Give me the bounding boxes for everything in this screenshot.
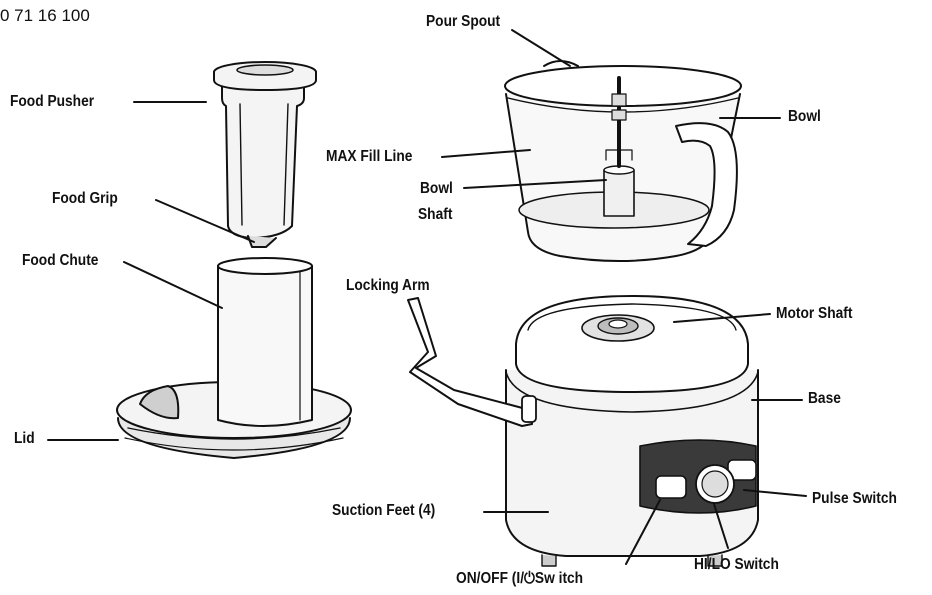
- label-on-off-switch: ON/OFF (I/⏻Sw itch: [456, 570, 584, 587]
- locking-arm-drawing: [407, 297, 537, 427]
- label-motor-shaft: Motor Shaft: [776, 305, 853, 322]
- page-header-number: 0 71 16 100: [0, 6, 90, 25]
- label-pulse-switch: Pulse Switch: [812, 490, 897, 507]
- leader-lines: [47, 29, 807, 565]
- food-pusher-drawing: [213, 61, 317, 248]
- label-bowl-shaft-1: Bowl: [420, 180, 453, 197]
- food-chute-drawing: [217, 257, 313, 427]
- label-food-grip: Food Grip: [52, 190, 118, 207]
- bowl-drawing: [504, 60, 742, 262]
- label-pour-spout: Pour Spout: [426, 13, 501, 30]
- label-food-pusher: Food Pusher: [10, 93, 95, 110]
- label-base: Base: [808, 390, 841, 407]
- label-food-chute: Food Chute: [22, 252, 99, 269]
- label-bowl-shaft-2: Shaft: [418, 206, 453, 223]
- label-max-fill-line: MAX Fill Line: [326, 148, 413, 165]
- label-suction-feet: Suction Feet (4): [332, 502, 436, 519]
- label-lid: Lid: [14, 430, 35, 447]
- label-bowl: Bowl: [788, 108, 821, 125]
- label-locking-arm: Locking Arm: [346, 277, 430, 294]
- label-hi-lo-switch: HI/LO Switch: [694, 556, 779, 573]
- base-drawing: [505, 295, 759, 567]
